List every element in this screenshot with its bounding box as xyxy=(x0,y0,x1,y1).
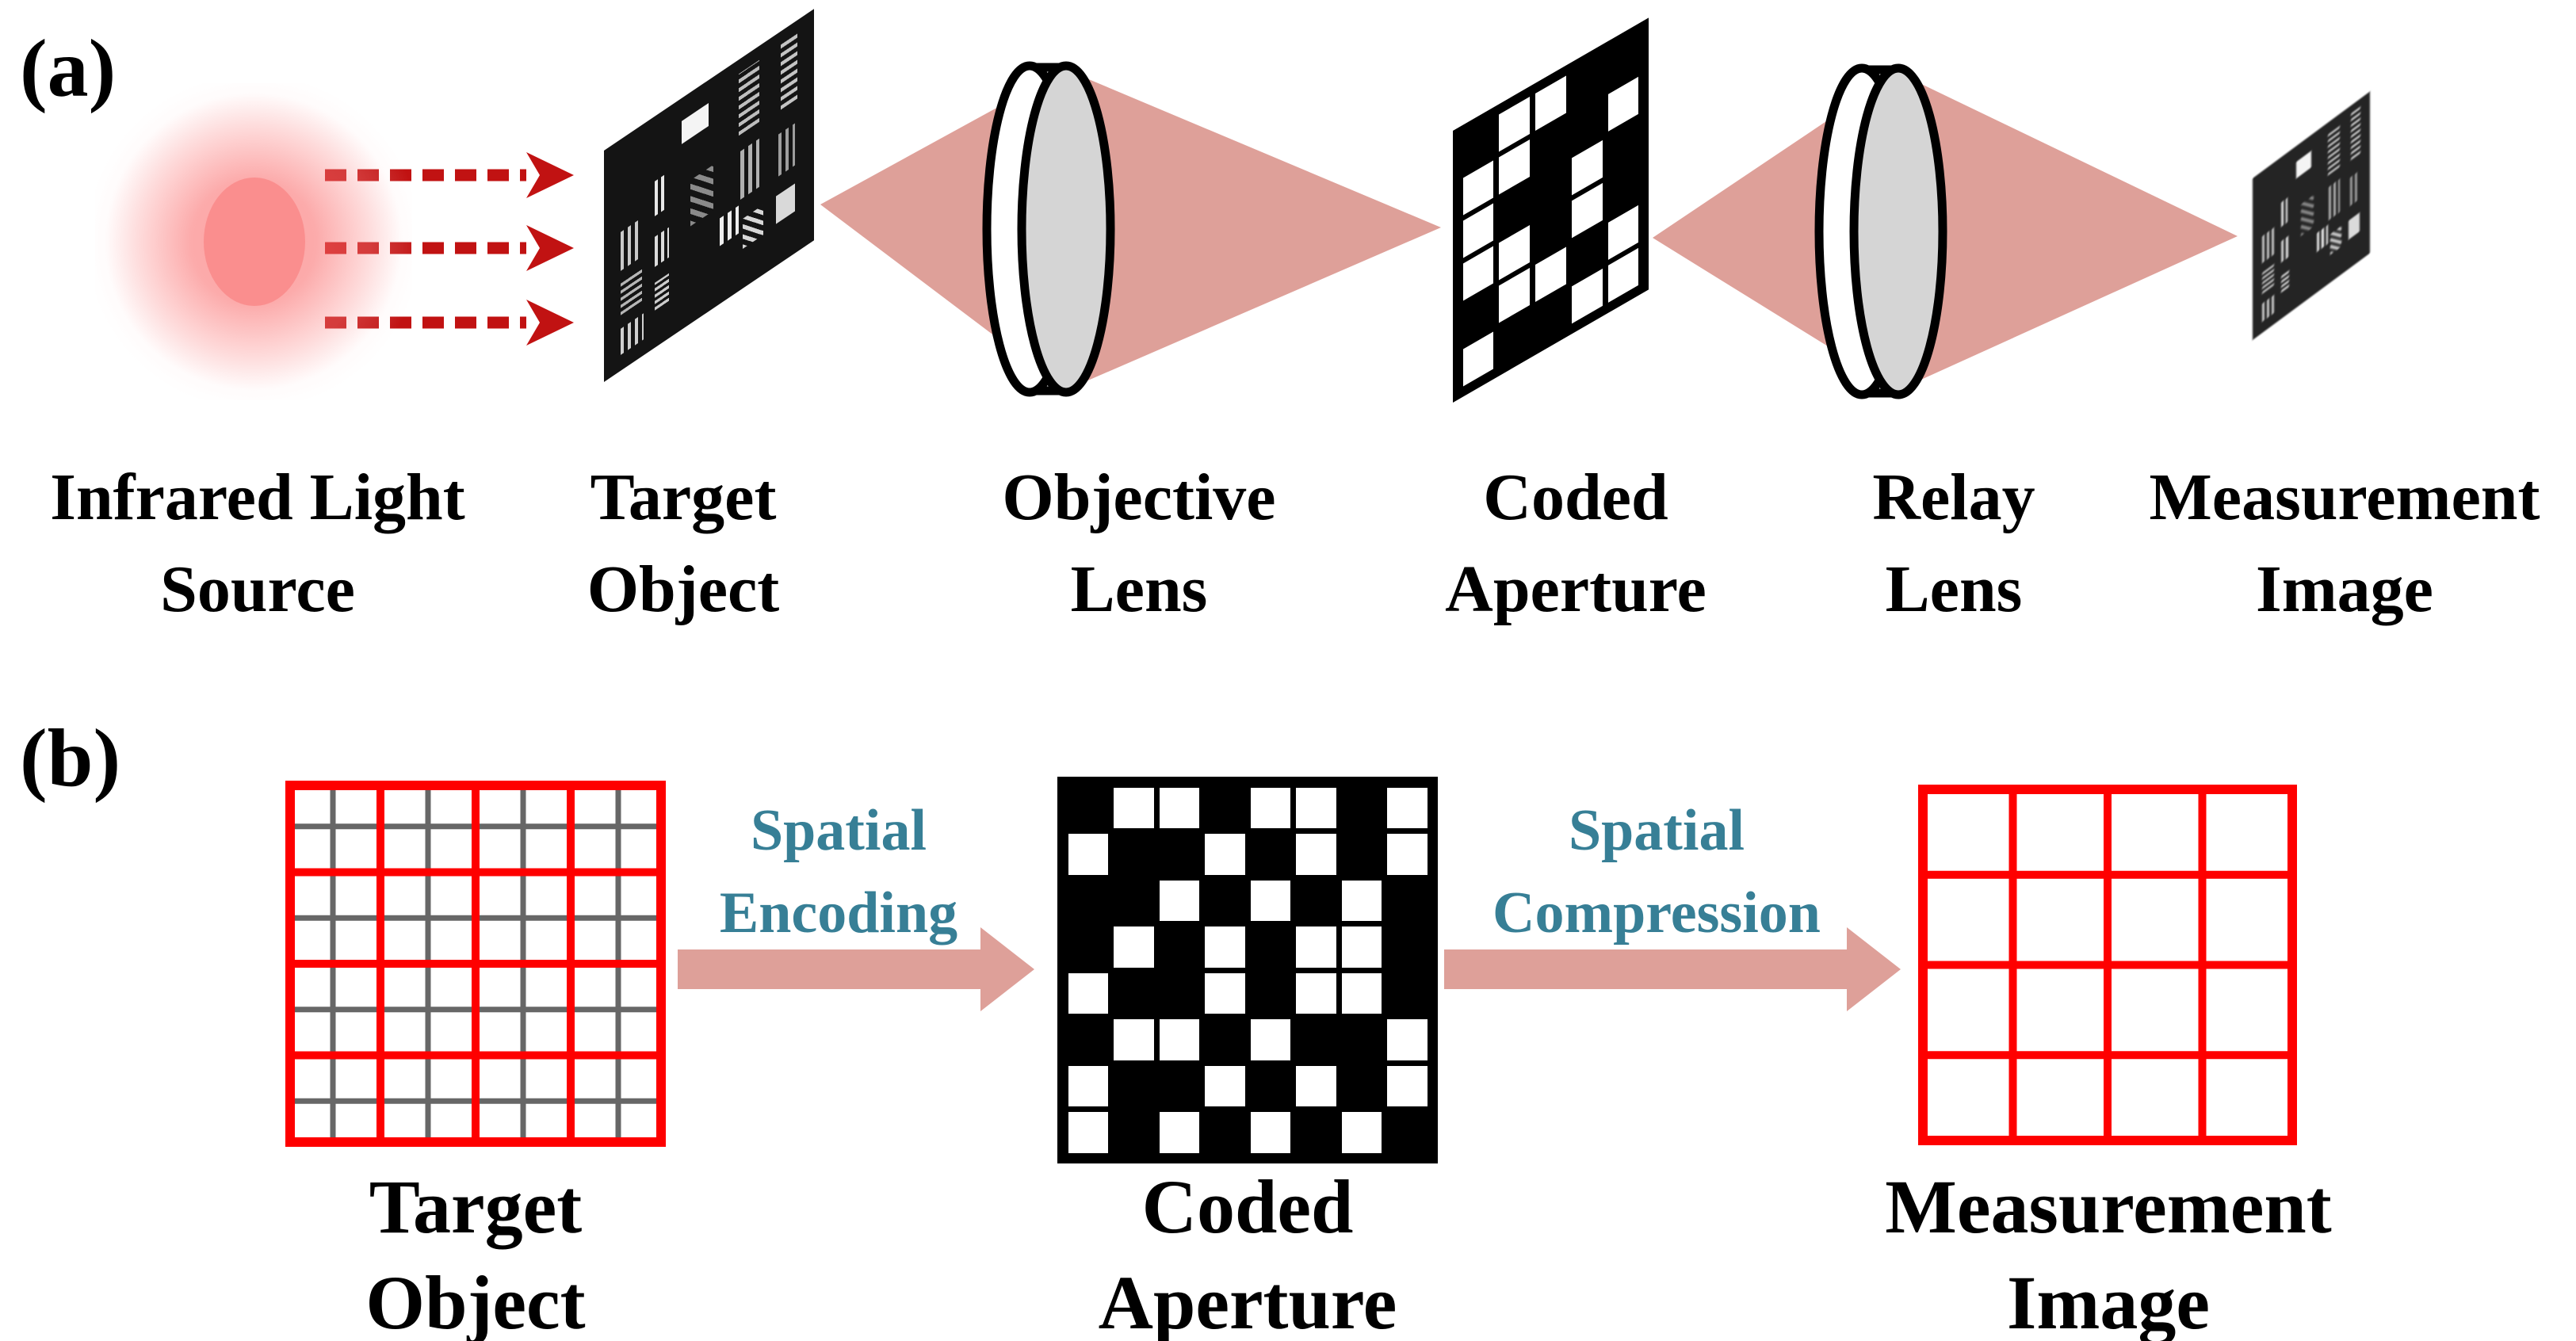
aperture-open-cell xyxy=(1296,834,1336,875)
aperture-open-cell xyxy=(1068,972,1108,1014)
aperture-open-cell xyxy=(1114,787,1154,828)
label-objective-lens: Objective Lens xyxy=(1002,460,1276,626)
light-source-core xyxy=(204,178,305,306)
label-infrared-light-source: Infrared Light Source xyxy=(50,460,465,626)
aperture-open-cell xyxy=(1250,1112,1290,1153)
measurement-image-grid xyxy=(1918,785,2297,1145)
panel-b-tag: (b) xyxy=(20,713,121,804)
aperture-open-cell xyxy=(1387,1065,1428,1106)
target-object-grid xyxy=(285,781,666,1147)
aperture-open-cell xyxy=(1114,926,1154,968)
aperture-open-cell xyxy=(1341,880,1382,921)
label-target-object-a: Target Object xyxy=(587,460,780,626)
aperture-open-cell xyxy=(1068,1112,1108,1153)
label-coded-aperture-b: Coded Aperture xyxy=(1098,1164,1397,1341)
aperture-open-cell xyxy=(1250,787,1290,828)
infrared-ray-arrowhead-icon xyxy=(526,225,574,271)
aperture-open-cell xyxy=(1341,972,1382,1014)
aperture-open-cell xyxy=(1205,972,1245,1014)
label-coded-aperture-a: Coded Aperture xyxy=(1445,460,1707,626)
aperture-open-cell xyxy=(1607,76,1639,132)
aperture-open-cell xyxy=(1296,972,1336,1014)
aperture-open-cell xyxy=(1205,1065,1245,1106)
aperture-open-cell xyxy=(1341,1112,1382,1153)
aperture-open-cell xyxy=(1205,834,1245,875)
label-relay-lens: Relay Lens xyxy=(1872,460,2035,626)
aperture-open-cell xyxy=(1205,926,1245,968)
aperture-open-cell xyxy=(1250,1019,1290,1060)
spatial-compression-arrow-icon xyxy=(1444,927,1901,1011)
aperture-open-cell xyxy=(1159,1019,1199,1060)
coded-aperture-grid xyxy=(1057,777,1438,1163)
aperture-open-cell xyxy=(1159,1112,1199,1153)
label-target-object-b: Target Object xyxy=(365,1164,586,1341)
aperture-open-cell xyxy=(1114,1019,1154,1060)
relay-lens-face xyxy=(1849,63,1947,399)
light-cone-objective-to-aperture xyxy=(1066,70,1441,390)
aperture-open-cell xyxy=(1296,926,1336,968)
aperture-open-cell xyxy=(1296,787,1336,828)
aperture-open-cell xyxy=(1462,331,1494,388)
aperture-open-cell xyxy=(1159,880,1199,921)
aperture-open-cell xyxy=(1387,834,1428,875)
aperture-open-cell xyxy=(1387,787,1428,828)
aperture-open-cell xyxy=(1068,1065,1108,1106)
spatial-encoding-label: Spatial Encoding xyxy=(719,798,958,946)
label-measurement-image-a: Measurement Image xyxy=(2149,460,2540,626)
aperture-open-cell xyxy=(1296,1065,1336,1106)
aperture-open-cell xyxy=(1535,75,1566,131)
objective-lens xyxy=(982,61,1115,397)
relay-lens xyxy=(1814,63,1947,399)
infrared-ray-arrowhead-icon xyxy=(526,300,574,346)
infrared-ray-arrowhead-icon xyxy=(526,152,574,198)
aperture-open-cell xyxy=(1159,787,1199,828)
aperture-open-cell xyxy=(1250,880,1290,921)
aperture-open-cell xyxy=(1571,269,1603,324)
aperture-open-cell xyxy=(1387,1019,1428,1060)
aperture-open-cell xyxy=(1535,246,1566,303)
objective-lens-face xyxy=(1017,61,1115,397)
aperture-open-cell xyxy=(1068,834,1108,875)
spatial-compression-label: Spatial Compression xyxy=(1492,798,1821,946)
spatial-encoding-arrow-icon xyxy=(678,927,1034,1011)
light-cone-relay-to-image xyxy=(1898,73,2238,390)
aperture-open-cell xyxy=(1341,926,1382,968)
label-measurement-image-b: Measurement Image xyxy=(1885,1164,2332,1341)
